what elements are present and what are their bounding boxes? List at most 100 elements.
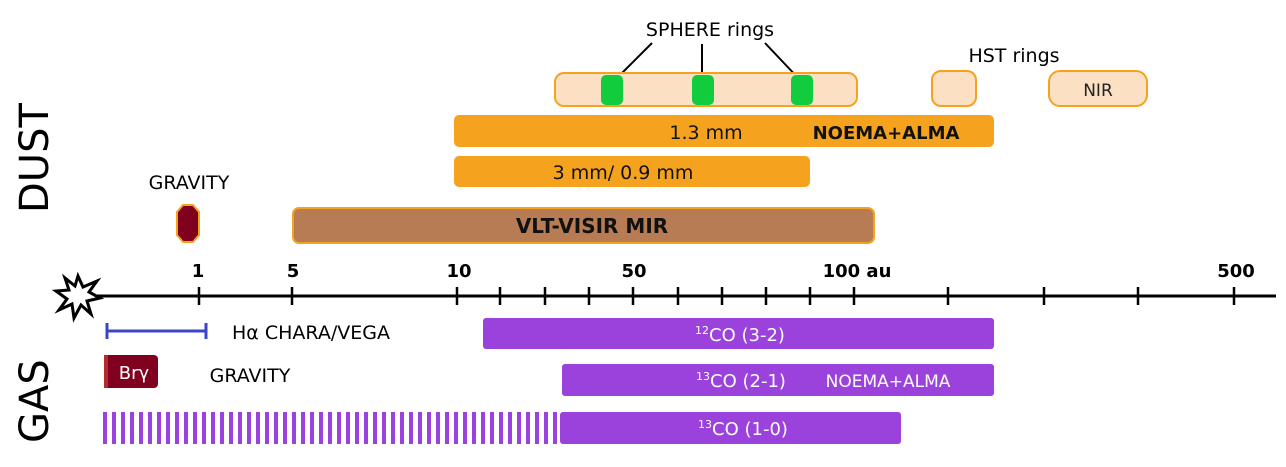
co13-10-dash xyxy=(373,412,377,444)
tick-label-10: 10 xyxy=(446,261,471,282)
tick-label-50: 50 xyxy=(621,261,646,282)
hst-ring-bar xyxy=(931,70,977,107)
co13-10-dash xyxy=(535,412,539,444)
visir-label: VLT-VISIR MIR xyxy=(516,214,668,238)
co13-21-label-text: 13CO (2-1) xyxy=(696,370,786,392)
co13-10-dash xyxy=(247,412,251,444)
gas-side-label: GAS xyxy=(12,359,58,443)
co13-10-dash xyxy=(265,412,269,444)
co13-10-dash xyxy=(148,412,152,444)
co13-10-dash xyxy=(103,412,107,444)
mm-3-bar xyxy=(454,156,810,187)
dust-side-label: DUST xyxy=(12,103,58,213)
co13-10-dash xyxy=(517,412,521,444)
nir-bar xyxy=(1048,70,1148,107)
co13-21-label: CO (2-1) xyxy=(710,371,786,392)
co13-10-dash xyxy=(472,412,476,444)
co13-10-dash xyxy=(112,412,116,444)
co13-10-dash xyxy=(256,412,260,444)
co13-10-dash xyxy=(193,412,197,444)
co13-10-dash xyxy=(508,412,512,444)
axis-tick-labels: 1 5 10 50 100 au 500 xyxy=(192,261,1255,282)
co13-10-dash xyxy=(391,412,395,444)
co13-10-dash xyxy=(364,412,368,444)
halpha-label: Hα CHARA/VEGA xyxy=(232,322,390,344)
co13-10-dash xyxy=(274,412,278,444)
tick-label-5: 5 xyxy=(287,261,300,282)
co13-10-dash xyxy=(220,412,224,444)
visir-bar xyxy=(292,207,875,244)
bry-marker xyxy=(104,355,158,388)
axis-ticks xyxy=(197,287,1236,305)
hst-rings-label: HST rings xyxy=(968,45,1059,67)
sphere-ring-marker xyxy=(791,75,813,105)
co13-10-dash xyxy=(544,412,548,444)
co13-10-dash xyxy=(346,412,350,444)
mm-1-3-bar xyxy=(454,115,994,147)
gravity-dust-label: GRAVITY xyxy=(149,172,230,194)
co12-isotope: 12 xyxy=(695,324,709,337)
mm-3-label: 3 mm/ 0.9 mm xyxy=(553,162,694,184)
co13-10-dash xyxy=(382,412,386,444)
co13-10-dash xyxy=(157,412,161,444)
noema-alma-gas-label: NOEMA+ALMA xyxy=(826,372,951,392)
co13-10-dash xyxy=(310,412,314,444)
co13-10-dash xyxy=(445,412,449,444)
co13-10-dash xyxy=(526,412,530,444)
co13-10-dash xyxy=(175,412,179,444)
co13-21-bar xyxy=(562,364,994,396)
co13-21-isotope: 13 xyxy=(696,370,710,383)
co13-10-dash xyxy=(139,412,143,444)
co13-10-dash xyxy=(553,412,557,444)
co13-10-dash xyxy=(184,412,188,444)
bry-marker-edge xyxy=(104,355,108,388)
co13-10-dash xyxy=(337,412,341,444)
co13-10-bar xyxy=(560,412,901,444)
tick-label-500: 500 xyxy=(1217,261,1255,282)
co12-32-label-text: 12CO (3-2) xyxy=(695,324,785,346)
co13-10-dash xyxy=(499,412,503,444)
co13-10-label: CO (1-0) xyxy=(712,419,788,440)
mm-1-3-label: 1.3 mm xyxy=(669,122,742,144)
co13-10-dash xyxy=(400,412,404,444)
co13-10-dash xyxy=(481,412,485,444)
gravity-gas-label: GRAVITY xyxy=(210,365,291,387)
co13-10-dash xyxy=(436,412,440,444)
tick-label-1: 1 xyxy=(192,261,205,282)
gravity-dust-marker xyxy=(176,204,200,243)
co13-10-dash xyxy=(490,412,494,444)
co13-10-dash xyxy=(409,412,413,444)
tick-label-100-au: 100 au xyxy=(823,261,892,282)
co13-10-dash xyxy=(463,412,467,444)
co13-10-isotope: 13 xyxy=(698,418,712,431)
co13-10-dashed-extension xyxy=(103,412,557,444)
co13-10-dash xyxy=(319,412,323,444)
co12-32-label: CO (3-2) xyxy=(709,325,785,346)
co13-10-dash xyxy=(454,412,458,444)
co13-10-dash xyxy=(130,412,134,444)
sphere-ring-marker xyxy=(692,75,714,105)
halpha-range-bar xyxy=(105,323,208,339)
co13-10-dash xyxy=(427,412,431,444)
star-burst-icon xyxy=(51,271,105,323)
co13-10-dash xyxy=(229,412,233,444)
co13-10-dash xyxy=(238,412,242,444)
co13-10-dash xyxy=(121,412,125,444)
co13-10-dash xyxy=(283,412,287,444)
sphere-rings-label: SPHERE rings xyxy=(646,19,774,41)
co13-10-dash xyxy=(292,412,296,444)
sphere-ring-marker xyxy=(601,75,623,105)
co13-10-dash xyxy=(418,412,422,444)
bry-label: Brγ xyxy=(119,363,150,384)
co13-10-dash xyxy=(166,412,170,444)
noema-alma-dust-label: NOEMA+ALMA xyxy=(813,123,960,144)
co13-10-dash xyxy=(202,412,206,444)
co13-10-dash xyxy=(328,412,332,444)
co13-10-dash xyxy=(301,412,305,444)
co13-10-label-text: 13CO (1-0) xyxy=(698,418,788,440)
co13-10-dash xyxy=(355,412,359,444)
nir-label: NIR xyxy=(1083,81,1113,101)
co13-10-dash xyxy=(211,412,215,444)
co12-32-bar xyxy=(483,318,994,349)
